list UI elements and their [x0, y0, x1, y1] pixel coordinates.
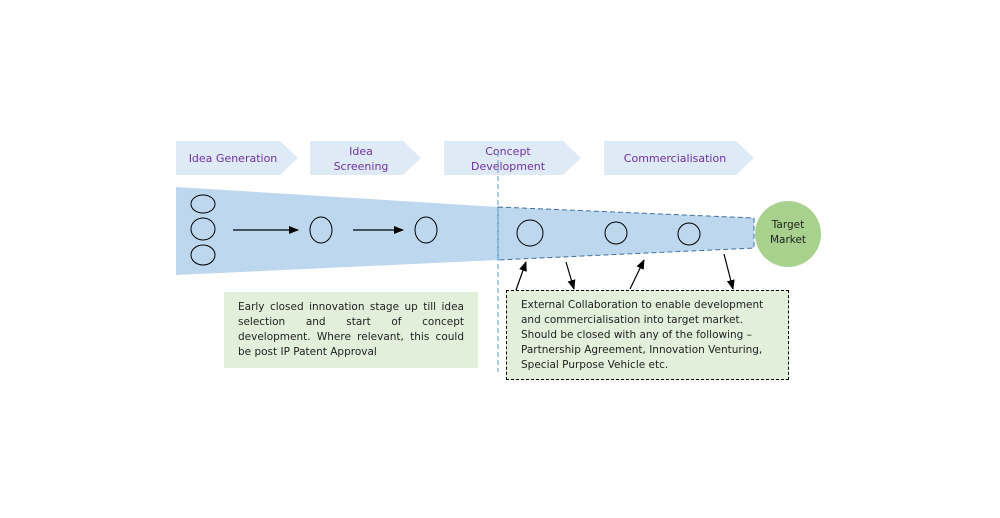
- chevron-idea-screening: [310, 141, 421, 175]
- chevron-idea-generation: [176, 141, 298, 175]
- collaboration-arrow-up: [515, 261, 527, 291]
- idea-ellipse: [309, 216, 333, 244]
- idea-ellipse: [190, 244, 216, 266]
- stage-label-commercialisation: Commercialisation: [624, 152, 726, 165]
- idea-ellipse: [604, 221, 628, 245]
- idea-ellipse: [414, 216, 438, 244]
- stage-label-concept-development-line1: Concept: [485, 145, 531, 158]
- closed-innovation-note: Early closed innovation stage up till id…: [224, 292, 478, 368]
- collaboration-arrow-down: [565, 261, 576, 290]
- collaboration-arrow-down: [723, 253, 735, 290]
- stage-label-idea-screening-line1: Idea: [349, 145, 373, 158]
- stage-label-idea-generation: Idea Generation: [189, 152, 278, 165]
- idea-ellipse: [677, 222, 701, 246]
- external-collaboration-note: External Collaboration to enable develop…: [506, 290, 789, 380]
- chevron-commercialisation: [604, 141, 754, 175]
- stage-label-idea-screening-line2: Screening: [334, 160, 389, 173]
- chevron-concept-development: [444, 141, 581, 175]
- idea-ellipse: [190, 217, 216, 241]
- target-market-label-line2: Market: [770, 234, 806, 246]
- stage-label-concept-development-line2: Development: [471, 160, 546, 173]
- collaboration-arrow-up: [629, 259, 645, 290]
- funnel-open-section: [497, 206, 755, 261]
- idea-ellipse: [190, 194, 216, 214]
- target-market-label-line1: Target: [771, 219, 804, 231]
- idea-ellipse: [516, 219, 544, 247]
- funnel-closed-section: [176, 187, 498, 275]
- target-market-circle: [755, 201, 821, 267]
